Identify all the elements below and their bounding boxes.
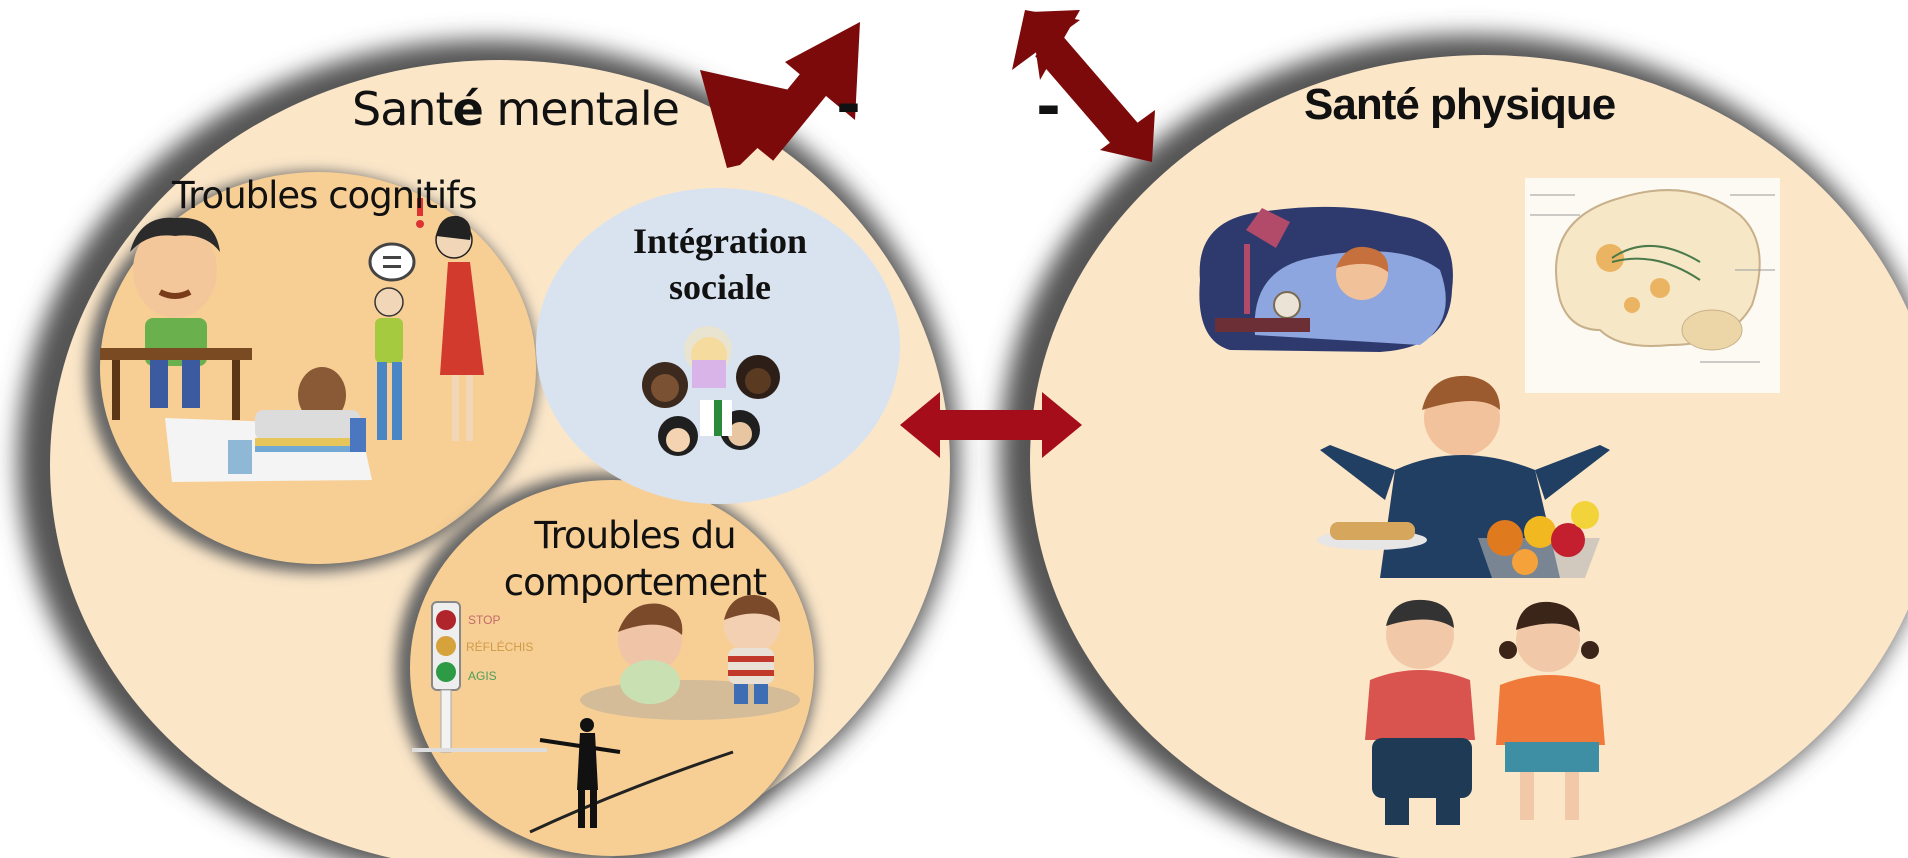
connector-dash-right: - bbox=[1036, 72, 1061, 142]
arrow-up-right-connector bbox=[1012, 10, 1155, 162]
traffic-light-icon: STOP RÉFLÉCHIS AGIS bbox=[412, 601, 547, 753]
social-label-line2: sociale bbox=[669, 267, 771, 307]
cognitive-disorders-label: Troubles cognitifs bbox=[172, 174, 478, 217]
social-integration-label: Intégration sociale bbox=[600, 218, 840, 310]
overweight-children-icon bbox=[1365, 599, 1605, 825]
behavior-disorders-label: Troubles du comportement bbox=[465, 512, 805, 606]
sleeping-child-icon bbox=[1199, 206, 1453, 352]
brain-diagram-icon bbox=[1525, 178, 1780, 393]
mental-health-title: Santé mentale bbox=[352, 82, 680, 136]
stop-word: STOP bbox=[468, 613, 500, 627]
fighting-kids-icon bbox=[580, 594, 800, 720]
double-arrow-horizontal bbox=[900, 392, 1082, 458]
confused-man-icon bbox=[100, 217, 252, 420]
group-of-children-icon bbox=[642, 326, 780, 456]
agis-word: AGIS bbox=[468, 669, 497, 683]
arrow-up-left-connector bbox=[700, 22, 860, 168]
behavior-bubble bbox=[410, 480, 814, 856]
exclamation-icon bbox=[416, 198, 424, 228]
behavior-label-line1: Troubles du bbox=[534, 514, 736, 557]
reflechis-word: RÉFLÉCHIS bbox=[466, 639, 533, 654]
arguing-children-icon bbox=[368, 215, 484, 441]
behavior-label-line2: comportement bbox=[503, 561, 767, 604]
boy-food-choice-icon bbox=[1317, 375, 1610, 578]
tightrope-walker-icon bbox=[529, 718, 734, 834]
connector-dash-left: - bbox=[836, 70, 861, 140]
social-label-line1: Intégration bbox=[633, 221, 807, 261]
student-head-down-icon bbox=[165, 367, 372, 482]
physical-health-title: Santé physique bbox=[1304, 80, 1616, 129]
